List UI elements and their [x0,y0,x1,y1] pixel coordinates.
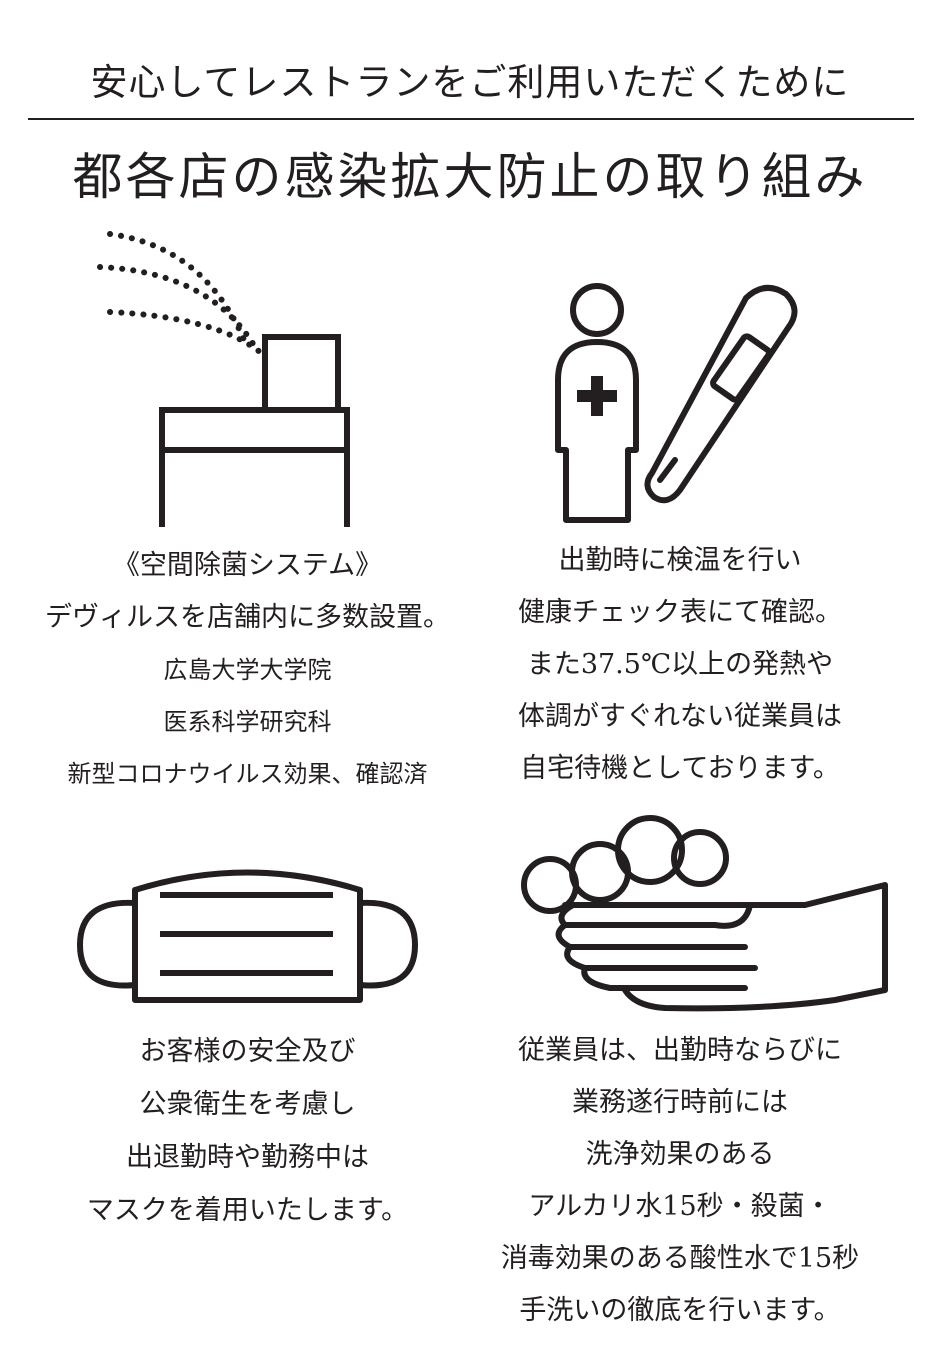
handwash-line: 手洗いの徹底を行います。 [519,1295,841,1326]
mask-text: お客様の安全及び 公衆衛生を考慮し 出退勤時や勤務中は マスクを着用いたします。 [20,1025,475,1237]
mask-line: 出退勤時や勤務中は [126,1142,369,1173]
health-check-line: 体調がすぐれない従業員は [518,701,842,732]
disinfection-text: 《空間除菌システム》 デヴィルスを店舗内に多数設置。 広島大学大学院 医系科学研… [20,540,475,800]
handwash-line: 業務遂行時前には [572,1087,788,1118]
health-check-line: また37.5℃以上の発熱や [526,649,834,680]
header-divider [28,118,914,120]
health-check-line: 健康チェック表にて確認。 [518,597,842,628]
disinfection-note-line: 広島大学大学院 [163,656,332,684]
mask-line: マスクを着用いたします。 [86,1195,409,1226]
spray-diffuser-icon [97,231,350,527]
handwash-line: 従業員は、出勤時ならびに [518,1035,842,1066]
health-check-line: 自宅待機としております。 [520,753,840,784]
health-check-text: 出勤時に検温を行い 健康チェック表にて確認。 また37.5℃以上の発熱や 体調が… [465,535,895,795]
person-thermometer-icon [555,283,798,523]
mask-line: お客様の安全及び [139,1036,356,1067]
handwash-line: アルカリ水15秒・殺菌・ [528,1191,832,1222]
disinfection-line: 《空間除菌システム》 [112,550,383,581]
hand-soap-icon [521,815,888,1012]
mask-line: 公衆衛生を考慮し [139,1089,356,1120]
disinfection-note-line: 新型コロナウイルス効果、確認済 [67,760,428,788]
handwash-line: 消毒効果のある酸性水で15秒 [500,1243,860,1274]
handwash-line: 洗浄効果のある [585,1139,775,1170]
page-title: 都各店の感染拡大防止の取り組み [72,148,868,206]
disinfection-line: デヴィルスを店舗内に多数設置。 [45,602,450,633]
health-check-line: 出勤時に検温を行い [558,545,802,576]
subtitle: 安心してレストランをご利用いただくために [90,61,850,104]
mask-icon [77,869,418,1003]
disinfection-note-line: 医系科学研究科 [163,708,332,736]
handwash-text: 従業員は、出勤時ならびに 業務遂行時前には 洗浄効果のある アルカリ水15秒・殺… [465,1025,895,1337]
